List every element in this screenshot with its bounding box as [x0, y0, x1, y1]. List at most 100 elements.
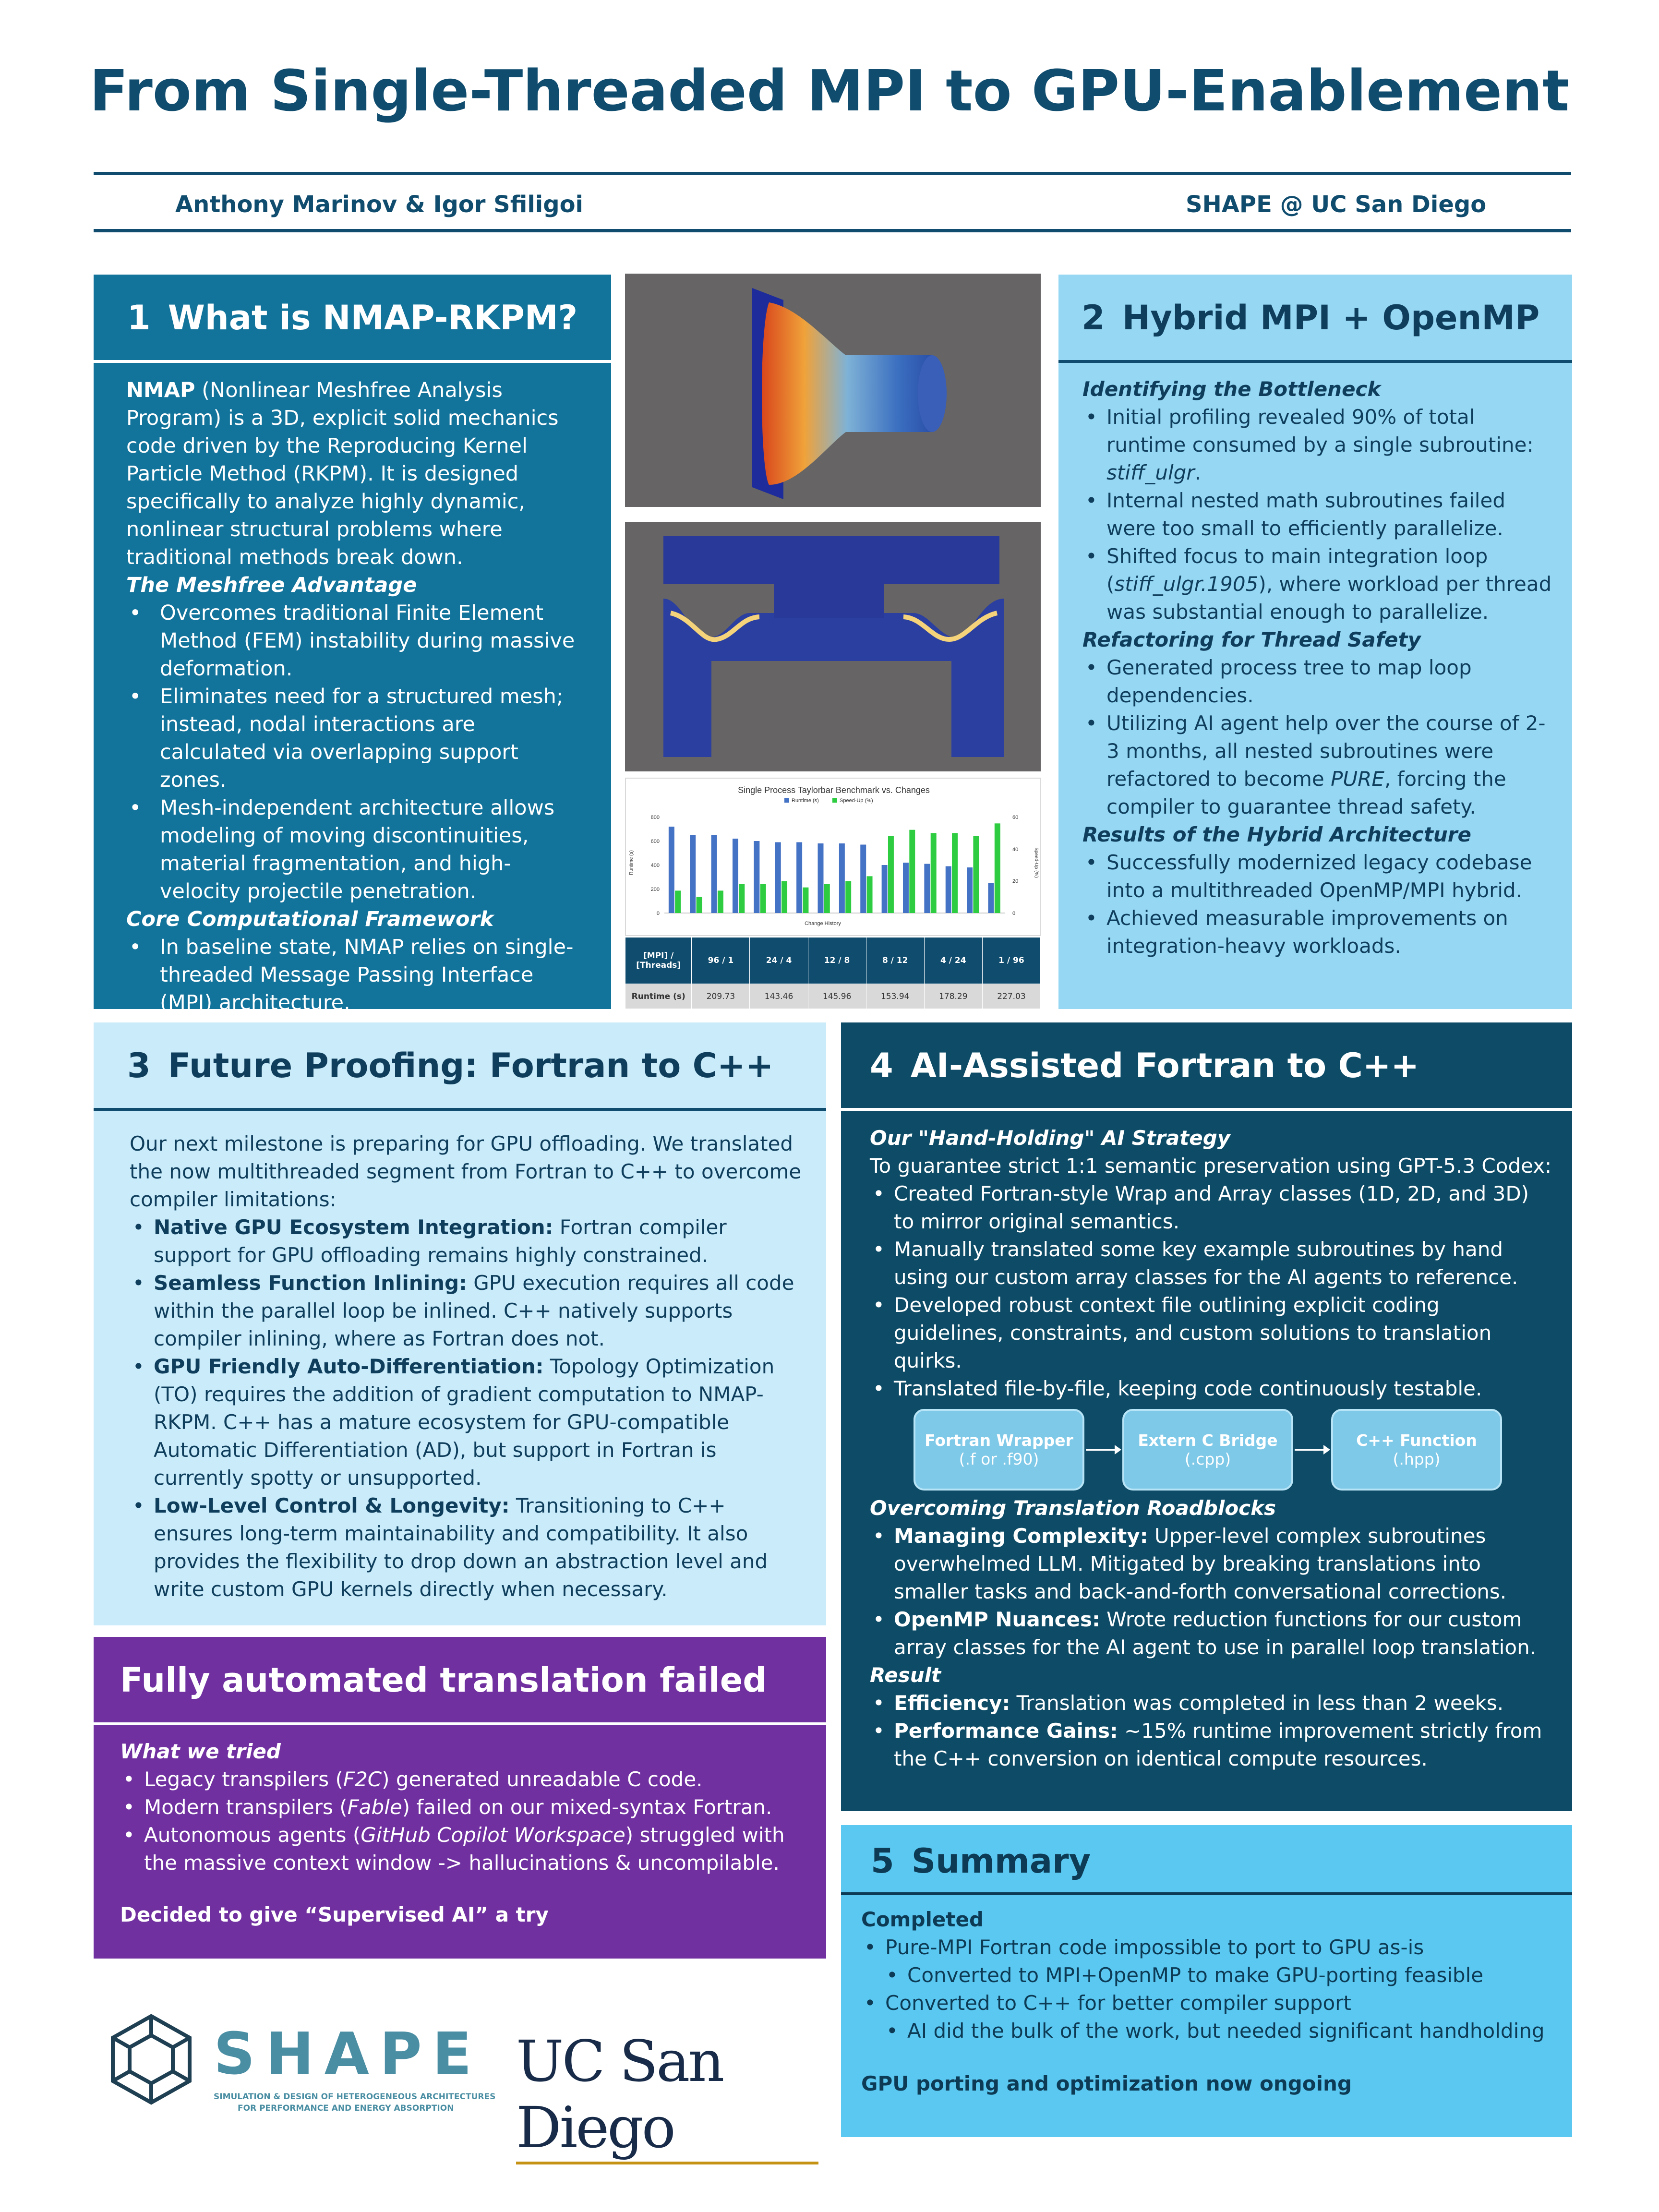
speedup-bar [866, 876, 873, 913]
flow-title: Extern C Bridge [1138, 1431, 1278, 1450]
text: Shifted focus to main integration loop ( [1106, 544, 1488, 596]
runtime-bar [711, 835, 717, 913]
y-tick-left: 600 [651, 839, 660, 844]
text: Wrote reduction functions for our custom… [894, 1608, 1537, 1659]
runtime-bar [754, 841, 760, 913]
runtime-bar [924, 864, 930, 913]
panel-what-is-nmap: 1 What is NMAP-RKPM? NMAP (Nonlinear Mes… [94, 275, 611, 1015]
intro-paragraph: Our next milestone is preparing for GPU … [130, 1132, 802, 1211]
panel-body: Our next milestone is preparing for GPU … [130, 1130, 807, 1603]
y-tick-left: 0 [657, 911, 660, 916]
intro-paragraph: To guarantee strict 1:1 semantic preserv… [870, 1154, 1552, 1178]
text: Modern transpilers ( [144, 1795, 348, 1819]
flow-cpp-function: C++ Function (.hpp) [1331, 1409, 1502, 1491]
bullet-list: Generated process tree to map loop depen… [1082, 654, 1558, 821]
panel-header: Fully automated translation failed [94, 1637, 826, 1723]
legend-swatch-speedup [832, 798, 837, 803]
table-cell: 178.29 [924, 984, 983, 1009]
benchmark-chart: Single Process Taylorbar Benchmark vs. C… [625, 778, 1041, 936]
shape-logo: SHAPE SIMULATION & DESIGN OF HETEROGENEO… [94, 2007, 526, 2122]
poster-title: From Single-Threaded MPI to GPU-Enableme… [89, 58, 1570, 124]
subheading: What we tried [120, 1740, 281, 1763]
runtime-bar [903, 863, 909, 913]
legend-runtime: Runtime (s) [792, 798, 819, 804]
text: Upper-level complex subroutines overwhel… [894, 1524, 1507, 1603]
section-title: Future Proofing: Fortran to C++ [168, 1046, 774, 1085]
text: ) generated unreadable C code. [382, 1767, 703, 1791]
subheading: Results of the Hybrid Architecture [1082, 823, 1471, 846]
flow-subtitle: (.hpp) [1393, 1450, 1441, 1468]
y-tick-right: 40 [1012, 847, 1018, 853]
list-item: Successfully modernized legacy codebase … [1082, 849, 1558, 904]
list-item: Converted to C++ for better compiler sup… [861, 1989, 1558, 2017]
list-item: Created Fortran-style Wrap and Array cla… [870, 1180, 1553, 1236]
panel-body-top: Our "Hand-Holding" AI Strategy To guaran… [870, 1124, 1553, 1403]
simulation-taylor-bar-image [625, 274, 1041, 507]
tool-name: F2C [343, 1767, 382, 1791]
text: ) struggled with the massive context win… [144, 1823, 785, 1875]
list-item: Initial profiling revealed 90% of total … [1082, 403, 1558, 487]
subheading: Core Computational Framework [126, 907, 494, 931]
runtime-bar [860, 844, 866, 913]
panel-header: 4 AI-Assisted Fortran to C++ [841, 1022, 1572, 1109]
section-title: AI-Assisted Fortran to C++ [910, 1046, 1419, 1085]
list-item: Autonomous agents (GitHub Copilot Worksp… [120, 1821, 807, 1877]
subheading: Refactoring for Thread Safety [1082, 628, 1421, 651]
flow-arrow-icon [1086, 1445, 1121, 1455]
table-cell: 209.73 [691, 984, 750, 1009]
speedup-bar [717, 890, 723, 913]
list-item: Converted to MPI+OpenMP to make GPU-port… [861, 1961, 1558, 1989]
divider [94, 1108, 826, 1111]
list-item: Modern transpilers (Fable) failed on our… [120, 1793, 807, 1821]
speedup-bar [760, 884, 766, 913]
table-header-cell: 8 / 12 [866, 937, 925, 985]
speedup-bar [781, 881, 788, 913]
shape-tagline-2: FOR PERFORMANCE AND ENERGY ABSORPTION [238, 2104, 454, 2113]
section-number: 1 [127, 298, 151, 337]
divider [841, 1892, 1572, 1895]
speedup-bar [930, 833, 937, 913]
text: , forcing the compiler to guarantee thre… [1106, 767, 1506, 818]
section-number: 3 [127, 1046, 151, 1085]
divider [94, 1722, 826, 1725]
bullet-list: Initial profiling revealed 90% of total … [1082, 403, 1558, 626]
table-header-row: [MPI] / [Threads] 96 / 1 24 / 4 12 / 8 8… [625, 937, 1041, 985]
chart-ylabel-right: Speed-Up (%) [1034, 847, 1039, 878]
subheading: The Meshfree Advantage [126, 573, 417, 597]
runtime-bar [988, 883, 994, 913]
text: Autonomous agents ( [144, 1823, 361, 1847]
section-number: 2 [1082, 298, 1105, 337]
bold-lead: Efficiency: [894, 1691, 1010, 1715]
runtime-bar [967, 867, 973, 913]
ucsd-logo: UC San Diego [516, 2028, 823, 2164]
list-item: Pure-MPI Fortran code impossible to port… [861, 1934, 1558, 1961]
bullet-list: Overcomes traditional Finite Element Met… [126, 599, 587, 905]
speedup-bar [696, 897, 702, 913]
list-item: OpenMP Nuances: Wrote reduction function… [870, 1606, 1553, 1661]
subheading: Completed [861, 1908, 984, 1931]
bullet-list: Successfully modernized legacy codebase … [1082, 849, 1558, 960]
list-item: Efficiency: Translation was completed in… [870, 1689, 1553, 1717]
speedup-bar [675, 890, 681, 913]
speedup-bar [994, 823, 1000, 913]
table-header-cell: 12 / 8 [807, 937, 866, 985]
code-name: stiff_ulgr [1106, 461, 1195, 484]
section-title: Hybrid MPI + OpenMP [1122, 298, 1540, 337]
intro-text: (Nonlinear Meshfree Analysis Program) is… [126, 378, 559, 569]
panel-body: NMAP (Nonlinear Meshfree Analysis Progra… [126, 376, 587, 1017]
ucsd-underline [516, 2162, 818, 2164]
chart-xlabel: Change History [805, 921, 841, 926]
table-cell: 153.94 [866, 984, 925, 1009]
benchmark-chart-svg: Single Process Taylorbar Benchmark vs. C… [629, 785, 1039, 926]
flow-fortran-wrapper: Fortran Wrapper (.f or .f90) [914, 1409, 1084, 1491]
bullet-list: Created Fortran-style Wrap and Array cla… [870, 1180, 1553, 1403]
tool-name: Fable [347, 1795, 402, 1819]
bold-lead: GPU Friendly Auto-Differentiation: [154, 1355, 544, 1378]
runtime-bar [796, 842, 803, 913]
text: Fortran compiler support for GPU offload… [154, 1215, 727, 1267]
panel-body: What we tried Legacy transpilers (F2C) g… [120, 1738, 807, 1929]
divider [841, 1108, 1572, 1111]
shape-wordmark: SHAPE [214, 2021, 482, 2088]
list-item: Developed robust context file outlining … [870, 1291, 1553, 1375]
runtime-table: [MPI] / [Threads] 96 / 1 24 / 4 12 / 8 8… [625, 937, 1041, 1009]
